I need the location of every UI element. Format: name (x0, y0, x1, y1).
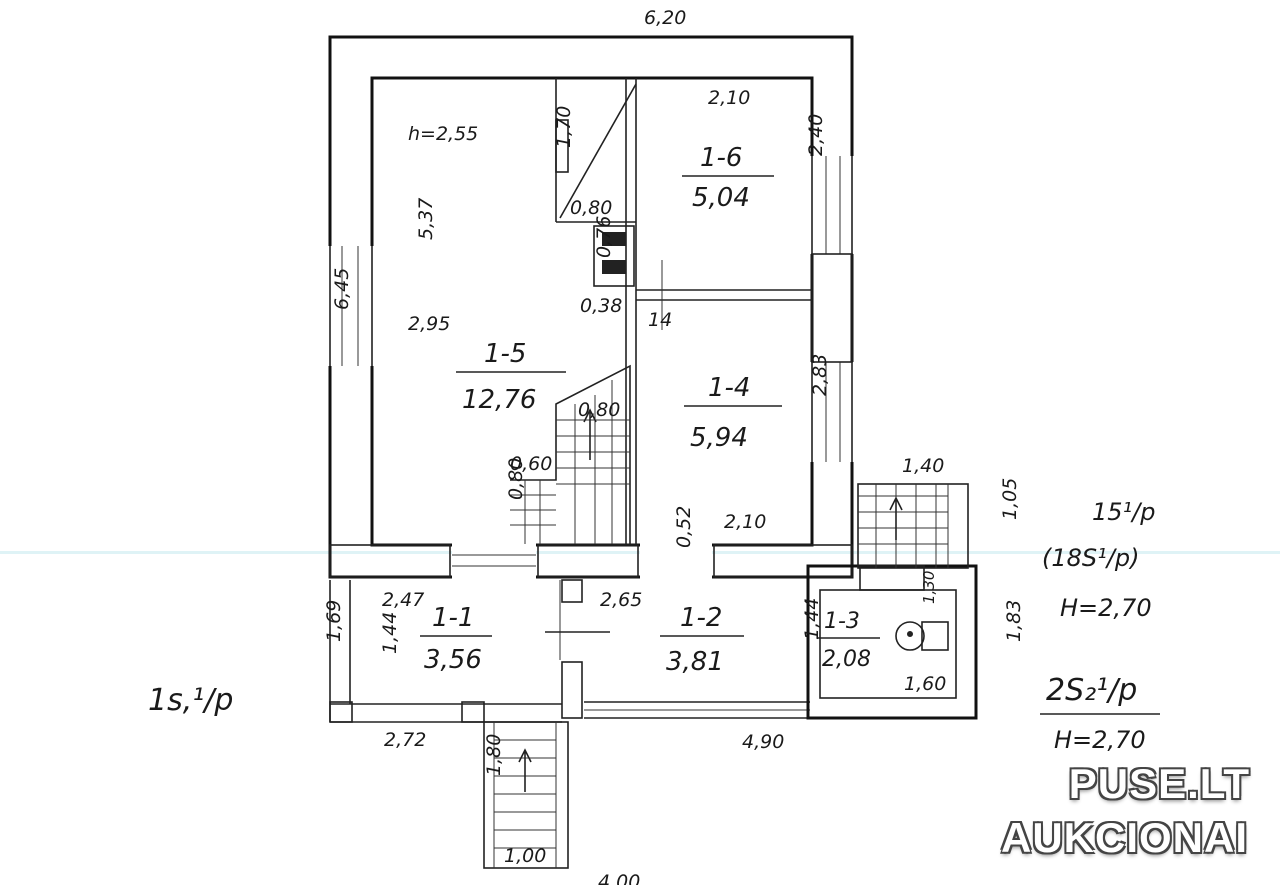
room-1-5-id: 1-5 (484, 339, 526, 369)
dim-4-90: 4,90 (742, 731, 784, 753)
note-1s1-1p: 1s,¹/p (148, 683, 233, 718)
dim-1-05: 1,05 (999, 478, 1021, 520)
dim-1-69: 1,69 (323, 600, 345, 642)
note-15-1p: 15¹/p (1092, 498, 1155, 526)
note-h-2-70-b: H=2,70 (1054, 726, 1146, 754)
dim-14: 14 (648, 309, 672, 331)
dim-0-38: 0,38 (580, 295, 622, 317)
room-fraction-lines (420, 175, 1160, 715)
note-18s-1p: (18S¹/p) (1042, 544, 1139, 572)
ceiling-height-label: h=2,55 (408, 123, 478, 145)
dim-2-83: 2,83 (809, 354, 831, 396)
dim-5-37: 5,37 (415, 198, 437, 240)
dim-2-72: 2,72 (384, 729, 426, 751)
room-1-5-area: 12,76 (462, 385, 536, 415)
main-walls (326, 35, 856, 579)
room-1-6-id: 1-6 (700, 143, 742, 173)
room-1-4-area: 5,94 (690, 423, 748, 453)
room-1-3-area: 2,08 (822, 647, 871, 672)
entry-stairs-right (857, 483, 969, 569)
room-labels: 1-6 5,04 1-5 12,76 1-4 5,94 1-1 3,56 1-2… (424, 143, 871, 677)
dim-overall-width: 6,20 (644, 7, 686, 29)
dim-1-44-right: 1,44 (801, 598, 823, 640)
dim-1-30: 1,30 (920, 571, 938, 604)
dim-0-80-c: 0,80 (505, 458, 527, 500)
dim-1-70: 1,70 (553, 106, 575, 148)
watermark-puse: PUSE.LT (1068, 760, 1250, 807)
dim-1-60: 1,60 (904, 673, 946, 695)
room-1-2-area: 3,81 (666, 647, 724, 677)
dim-4-00: 4,00 (598, 871, 640, 885)
dim-0-60: 0,60 (510, 453, 552, 475)
dim-2-40: 2,40 (805, 114, 827, 156)
dim-2-10-top: 2,10 (708, 87, 750, 109)
room-1-3-id: 1-3 (824, 609, 860, 634)
room-1-2-id: 1-2 (680, 603, 722, 633)
note-2s2-1p: 2S₂¹/p (1046, 673, 1137, 708)
dim-1-40: 1,40 (902, 455, 944, 477)
dim-0-80-b: 0,80 (578, 399, 620, 421)
plan-notes: 15¹/p (18S¹/p) H=2,70 2S₂¹/p H=2,70 1s,¹… (148, 498, 1155, 754)
room-1-6-area: 5,04 (692, 183, 750, 213)
dim-0-80-a: 0,80 (570, 197, 612, 219)
dim-0-52: 0,52 (673, 506, 695, 548)
note-h-2-70-a: H=2,70 (1060, 594, 1152, 622)
interior-partitions (510, 78, 812, 544)
dim-2-95: 2,95 (408, 313, 450, 335)
dim-0-76: 0,76 (593, 216, 615, 258)
dim-overall-height: 6,45 (331, 268, 353, 310)
watermark-aukcionai: AUKCIONAI (1001, 814, 1248, 861)
dim-1-80: 1,80 (483, 734, 505, 776)
dimension-labels: 6,20 6,45 h=2,55 1,70 0,80 0,76 0,38 14 … (323, 7, 1025, 885)
dim-1-83: 1,83 (1003, 600, 1025, 642)
room-1-4-id: 1-4 (708, 373, 750, 403)
entry-stairs-bottom (483, 721, 569, 869)
dim-1-00: 1,00 (504, 845, 546, 867)
dim-2-65: 2,65 (600, 589, 642, 611)
lower-annex (329, 564, 978, 723)
room-1-1-area: 3,56 (424, 645, 482, 675)
dim-2-47: 2,47 (382, 589, 424, 611)
dim-2-10-bottom: 2,10 (724, 511, 766, 533)
dim-1-44-left: 1,44 (379, 612, 401, 654)
room-1-1-id: 1-1 (432, 603, 474, 633)
